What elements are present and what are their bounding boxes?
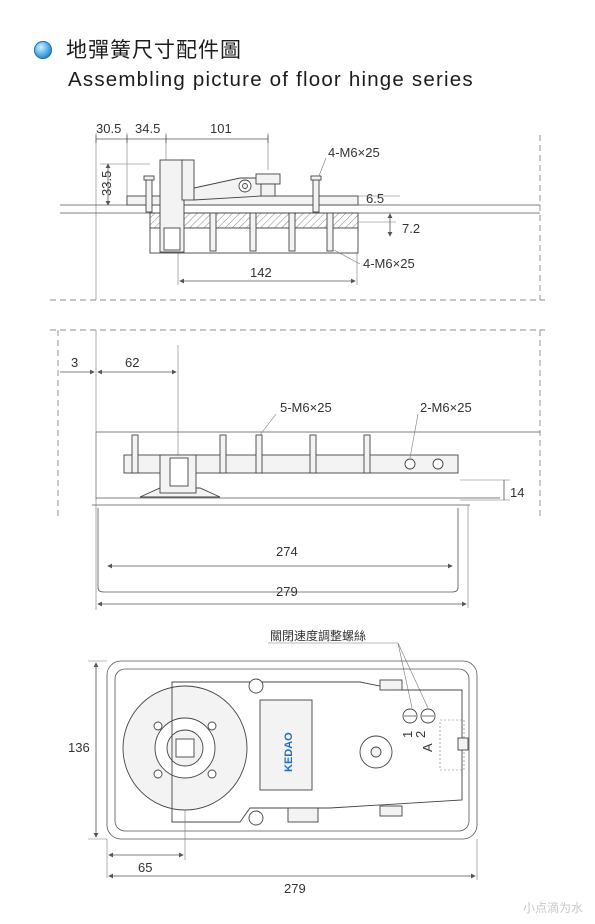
dim-274: 274 <box>276 544 298 559</box>
dim-6-5: 6.5 <box>366 191 384 206</box>
dim-30-5: 30.5 <box>96 121 121 136</box>
watermark: 小点滴为水 <box>522 901 583 915</box>
dim-65: 65 <box>138 860 152 875</box>
valve-1-label: 1 <box>400 731 415 738</box>
label-screws-bottom: 4-M6×25 <box>363 256 415 271</box>
dim-142: 142 <box>250 265 272 280</box>
dim-34-5: 34.5 <box>135 121 160 136</box>
dim-136: 136 <box>68 740 90 755</box>
dim-101: 101 <box>210 121 232 136</box>
title-english: Assembling picture of floor hinge series <box>68 68 474 91</box>
dim-279-front: 279 <box>276 584 298 599</box>
dim-279-top: 279 <box>284 881 306 896</box>
label-adjust-screw: 關閉速度調整螺絲 <box>270 628 366 643</box>
front-view: 3 62 5-M6×25 2 <box>50 329 545 610</box>
title-chinese: 地彈簧尺寸配件圖 <box>66 38 242 62</box>
label-screws-right: 2-M6×25 <box>420 400 472 415</box>
valve-2-label: 2 <box>413 731 428 738</box>
top-view: 關閉速度調整螺絲 136 KEDAO <box>68 628 478 896</box>
dim-3: 3 <box>71 355 78 370</box>
brand-label: KEDAO <box>283 732 295 772</box>
dim-14: 14 <box>510 485 524 500</box>
label-screws-top: 4-M6×25 <box>328 145 380 160</box>
valve-a-label: A <box>420 743 435 752</box>
bullet-icon <box>34 41 52 59</box>
side-view: 30.5 34.5 101 33.5 <box>50 121 545 301</box>
label-screws-mid: 5-M6×25 <box>280 400 332 415</box>
dim-62: 62 <box>125 355 139 370</box>
dim-7-2: 7.2 <box>402 221 420 236</box>
dim-33-5: 33.5 <box>99 171 114 196</box>
